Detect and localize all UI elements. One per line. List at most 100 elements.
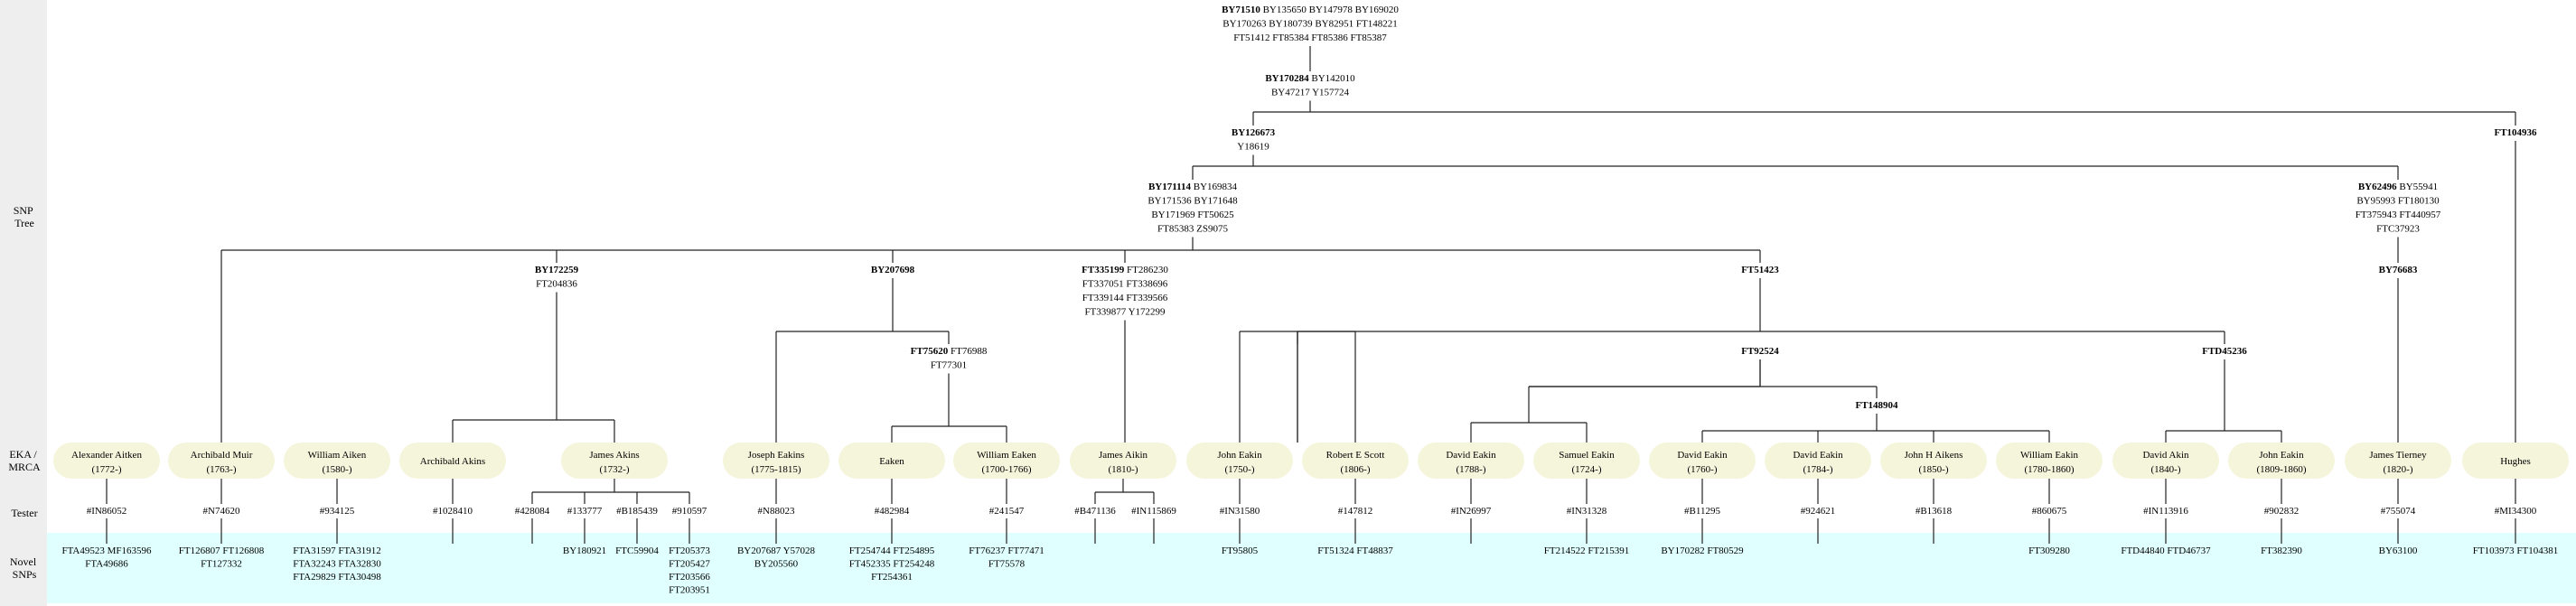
novel-snp-line: FT452335 FT254248	[849, 559, 935, 570]
ancestor-name: Samuel Eakin	[1559, 450, 1615, 461]
snp-line: BY172259	[535, 265, 579, 275]
tree-edges	[106, 46, 2516, 544]
novel-snps: FT95805	[1222, 545, 1259, 556]
snp-line: BY207698	[871, 265, 915, 275]
ancestor-node: Archibald Akins	[399, 443, 506, 479]
ancestor-years: (1760-)	[1688, 464, 1718, 475]
snp-primary: FT75620	[911, 346, 949, 357]
ancestor-node: Joseph Eakins(1775-1815)	[723, 443, 829, 479]
novel-snps: FTC59904	[615, 545, 659, 556]
ancestor-name: John Eakin	[1217, 450, 1262, 461]
snp-primary: BY62496	[2358, 182, 2397, 192]
ancestor-box	[1996, 443, 2103, 479]
ancestor-years: (1810-)	[1109, 464, 1138, 475]
snp-node-n76683: BY76683	[2379, 265, 2418, 275]
ancestor-box	[2345, 443, 2451, 479]
ancestor-name: James Akins	[589, 450, 639, 461]
ancestor-years: (1724-)	[1572, 464, 1602, 475]
snp-primary: FT51423	[1741, 265, 1779, 275]
snp-equivalents: BY142010	[1309, 73, 1356, 84]
side-label-tester: Tester	[11, 507, 37, 519]
ancestor-years: (1788-)	[1457, 464, 1486, 475]
side-label-snp-tree: SNP Tree	[14, 204, 36, 229]
snp-node-n92524: FT92524	[1741, 346, 1779, 357]
novel-snp-line: FT126807 FT126808	[179, 545, 265, 556]
snp-line: FT339877 Y172299	[1084, 307, 1166, 318]
tester-id: #860675	[2032, 506, 2067, 517]
ancestor-name: Hughes	[2500, 456, 2531, 467]
tester-id: #IN86052	[87, 506, 127, 517]
ancestor-node: Eaken	[838, 443, 945, 479]
snp-line: BY62496 BY55941	[2358, 182, 2438, 192]
tester-id: #428084	[515, 506, 550, 517]
snp-equivalents: FT204836	[536, 279, 577, 290]
snp-primary: BY171114	[1148, 182, 1192, 192]
tester-id: #IN113916	[2143, 506, 2188, 517]
ancestor-name: David Eakin	[1793, 450, 1843, 461]
novel-snps: BY170282 FT80529	[1661, 545, 1744, 556]
snp-equivalents: BY55941	[2397, 182, 2439, 192]
novel-snp-line: FT76237 FT77471	[969, 545, 1044, 556]
snp-primary: FTD45236	[2202, 346, 2247, 357]
ancestor-years: (1806-)	[1341, 464, 1371, 475]
snp-primary: FT92524	[1741, 346, 1779, 357]
novel-snp-line: FTA31597 FTA31912	[293, 545, 381, 556]
ancestor-name: Archibald Muir	[191, 450, 253, 461]
ancestor-name: Eaken	[879, 456, 904, 467]
novel-snp-line: FT205373	[669, 545, 710, 556]
ancestor-node: Alexander Aitken(1772-)	[53, 443, 160, 479]
snp-line: BY171536 BY171648	[1147, 196, 1238, 207]
snp-equivalents: FT76988	[948, 346, 988, 357]
snp-node-n207698: BY207698	[871, 265, 915, 275]
tester-id: #482984	[875, 506, 910, 517]
ancestor-years: (1809-1860)	[2257, 464, 2307, 475]
novel-snps: FT309280	[2028, 545, 2070, 556]
snp-primary: BY76683	[2379, 265, 2418, 275]
ancestor-node: Samuel Eakin (1724-)	[1533, 443, 1640, 479]
snp-equivalents: BY169834	[1191, 182, 1238, 192]
ancestor-node: William Aiken(1580-)	[284, 443, 390, 479]
tester-id: #IN31580	[1220, 506, 1260, 517]
novel-snp-line: FT75578	[988, 559, 1026, 570]
snp-line: FTC37923	[2376, 224, 2420, 235]
ancestor-box	[2462, 443, 2569, 479]
novel-snp-line: BY207687 Y57028	[737, 545, 816, 556]
tester-id: #241547	[989, 506, 1025, 517]
tester-id: #IN31328	[1567, 506, 1607, 517]
snp-line: FT92524	[1741, 346, 1779, 357]
ancestor-years: (1732-)	[600, 464, 630, 475]
snp-line: FT337051 FT338696	[1082, 279, 1168, 290]
side-label-band	[0, 0, 47, 606]
ancestor-years: (1763-)	[207, 464, 237, 475]
ancestor-node: John H Aikens(1850-)	[1880, 443, 1987, 479]
novel-snps-band	[47, 533, 2576, 603]
novel-snp-line: FT103973 FT104381	[2473, 545, 2558, 556]
ancestor-node: Archibald Muir (1763-)	[168, 443, 275, 479]
snp-line: FT85383 ZS9075	[1157, 224, 1228, 235]
snp-equivalents: FT85383 ZS9075	[1157, 224, 1228, 235]
ancestor-box	[168, 443, 275, 479]
snp-equivalents: FT339877 Y172299	[1084, 307, 1166, 318]
ancestor-node: James Aikin(1810-)	[1070, 443, 1176, 479]
snp-equivalents: BY135650 BY147978 BY169020	[1260, 5, 1400, 15]
snp-equivalents: FT77301	[931, 360, 967, 371]
snp-primary: BY207698	[871, 265, 915, 275]
snp-line: BY71510 BY135650 BY147978 BY169020	[1222, 5, 1399, 15]
snp-primary: BY71510	[1222, 5, 1260, 15]
novel-snp-line: FT254361	[871, 572, 913, 583]
snp-line: FTD45236	[2202, 346, 2247, 357]
ancestor-name: David Akin	[2142, 450, 2189, 461]
ancestor-node: John Eakin(1750-)	[1186, 443, 1293, 479]
novel-snps: FTD44840 FTD46737	[2121, 545, 2211, 556]
snp-equivalents: FT339144 FT339566	[1082, 293, 1168, 303]
tester-id: #B471136	[1074, 506, 1116, 517]
